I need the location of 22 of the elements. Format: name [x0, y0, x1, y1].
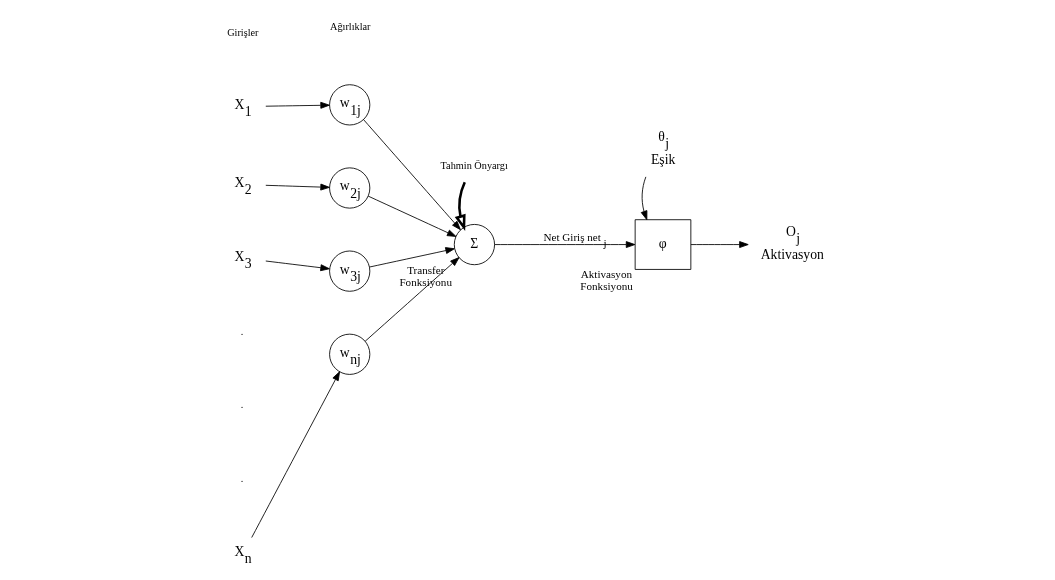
- arrow: [362, 119, 461, 231]
- arrow: [493, 241, 635, 248]
- arrow: [264, 260, 330, 272]
- node-text: Tahmin Önyargı: [440, 160, 508, 172]
- arrow: [368, 247, 455, 268]
- label: .: [240, 399, 243, 411]
- node-circle: Σ: [453, 224, 495, 266]
- arrow: [364, 257, 459, 342]
- arrow: [264, 101, 330, 109]
- label: Girişler: [226, 26, 258, 38]
- label: .: [240, 325, 243, 337]
- node-label: Transfer Fonksiyonu: [398, 263, 452, 288]
- label: .: [240, 473, 243, 485]
- arrow: [264, 183, 330, 191]
- arrow: [454, 181, 466, 231]
- label: Ağırlıklar: [329, 20, 370, 32]
- arrow: [367, 195, 456, 237]
- arrow: [250, 371, 340, 538]
- arrow: [690, 241, 749, 248]
- node-label: Aktivasyon Fonksiyonu: [579, 268, 633, 293]
- arrow: [640, 176, 647, 221]
- node-box: φ: [634, 219, 691, 270]
